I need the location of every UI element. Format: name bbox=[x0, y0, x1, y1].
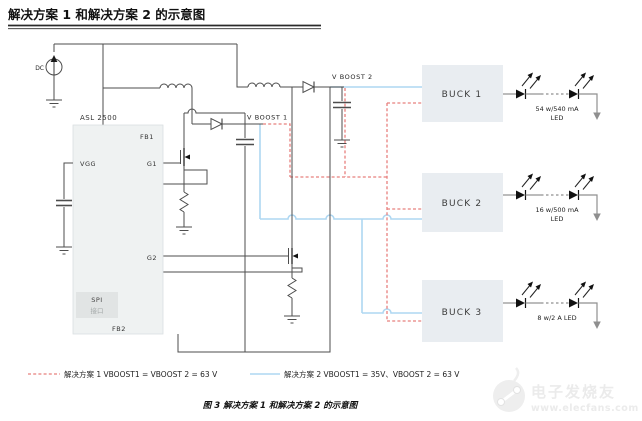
diode2-icon bbox=[302, 80, 344, 94]
dc-source: DC bbox=[35, 44, 63, 100]
led-icon bbox=[516, 190, 525, 200]
buck2-label: BUCK 2 bbox=[442, 199, 483, 209]
pin-label-fb2: FB2 bbox=[112, 325, 126, 333]
mosfet1-icon bbox=[163, 113, 208, 192]
ground-icon bbox=[56, 246, 72, 255]
mosfet2-icon bbox=[163, 87, 303, 278]
led-current-label: 8 w/2 A LED bbox=[537, 314, 576, 322]
net-label-vboost1: V BOOST 1 bbox=[247, 114, 288, 122]
diode1-icon bbox=[192, 117, 263, 131]
resistor2-icon bbox=[287, 277, 297, 299]
led-current-label: 16 w/500 mA bbox=[535, 206, 579, 214]
down-arrow-icon bbox=[593, 321, 601, 329]
dc-label: DC bbox=[35, 65, 44, 72]
page-title: 解决方案 1 和解决方案 2 的示意图 bbox=[8, 7, 205, 22]
pin-label-g2: G2 bbox=[147, 254, 157, 262]
spi-box bbox=[76, 292, 118, 318]
led-current-label: LED bbox=[551, 114, 564, 122]
legend: 解决方案 1 VBOOST1 = VBOOST 2 = 63 V 解决方案 2 … bbox=[28, 369, 460, 379]
inductor2-icon bbox=[247, 82, 281, 88]
down-arrow-icon bbox=[593, 213, 601, 221]
led-current-label: 54 w/540 mA bbox=[535, 105, 579, 113]
buck1-block bbox=[422, 65, 503, 122]
figure-caption: 图 3 解决方案 1 和解决方案 2 的示意图 bbox=[203, 400, 359, 411]
led-icon bbox=[569, 190, 578, 200]
buck2-block bbox=[422, 173, 503, 232]
ground-icon bbox=[284, 315, 300, 324]
led-string-2: 16 w/500 mA LED bbox=[503, 173, 601, 223]
title-rule bbox=[8, 24, 321, 30]
buck3-label: BUCK 3 bbox=[442, 308, 483, 318]
pin-label-g1: G1 bbox=[147, 160, 157, 168]
legend-sol1-label: 解决方案 1 VBOOST1 = VBOOST 2 = 63 V bbox=[64, 369, 218, 379]
cap1-icon bbox=[236, 124, 254, 352]
led-icon bbox=[516, 298, 525, 308]
spi-sublabel: 接口 bbox=[91, 306, 104, 315]
ground-icon bbox=[334, 139, 350, 148]
spi-label: SPI bbox=[91, 296, 102, 304]
inductor1-icon bbox=[159, 83, 193, 89]
led-current-label: LED bbox=[551, 215, 564, 223]
led-arrows-icon bbox=[521, 173, 594, 190]
led-arrows-icon bbox=[521, 72, 594, 89]
ground-icon bbox=[46, 99, 62, 108]
resistor1-icon bbox=[179, 191, 189, 213]
led-arrows-icon bbox=[521, 281, 594, 298]
fb2-return-wire bbox=[177, 87, 331, 353]
led-icon bbox=[516, 89, 525, 99]
ground-icon bbox=[176, 226, 192, 235]
net-label-vboost2: V BOOST 2 bbox=[332, 73, 373, 81]
solution1-red-lines bbox=[263, 88, 422, 322]
led-string-3: 8 w/2 A LED bbox=[503, 281, 601, 329]
vgg-cap-icon bbox=[56, 162, 73, 247]
led-icon bbox=[569, 298, 578, 308]
down-arrow-icon bbox=[593, 112, 601, 120]
pin-label-fb1: FB1 bbox=[140, 133, 154, 141]
legend-sol2-label: 解决方案 2 VBOOST1 = 35V、VBOOST 2 = 63 V bbox=[284, 369, 460, 379]
buck1-label: BUCK 1 bbox=[442, 90, 483, 100]
buck3-block bbox=[422, 280, 503, 342]
led-icon bbox=[569, 89, 578, 99]
pin-label-vgg: VGG bbox=[80, 160, 96, 168]
led-string-1: 54 w/540 mA LED bbox=[503, 72, 601, 122]
ic-name: ASL 2500 bbox=[80, 114, 117, 122]
watermark-url: www.elecfans.com bbox=[531, 403, 639, 414]
watermark-name: 电子发烧友 bbox=[531, 383, 616, 401]
watermark: 电子发烧友 www.elecfans.com bbox=[493, 367, 639, 414]
watermark-logo-icon bbox=[493, 367, 525, 412]
sense-line bbox=[184, 108, 245, 114]
cap2-icon bbox=[333, 87, 351, 140]
arrow-up-icon bbox=[50, 55, 58, 62]
